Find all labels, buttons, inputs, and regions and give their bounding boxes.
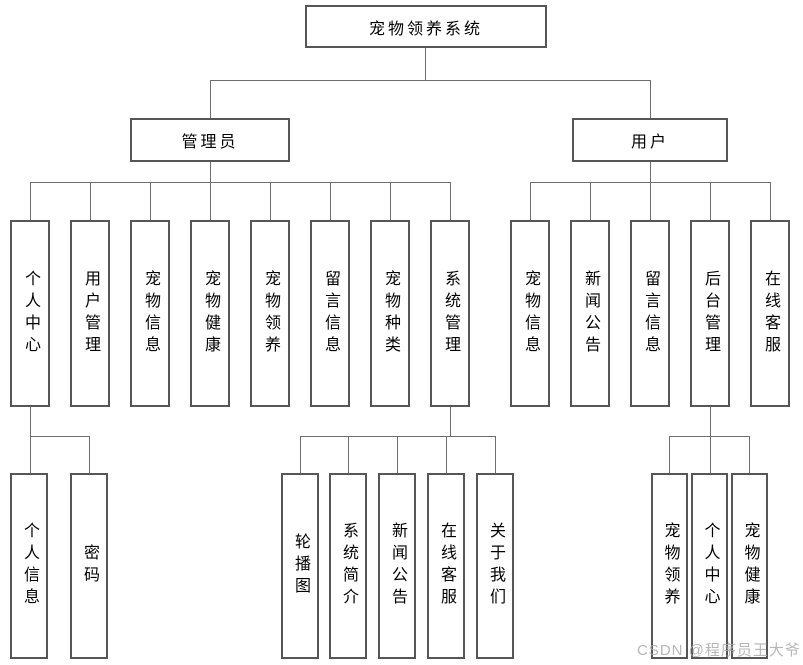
node-root-label: 宠物领养系统 bbox=[368, 20, 483, 38]
connector bbox=[590, 182, 591, 220]
node-admin-user-mgmt: 用户管理 bbox=[70, 220, 110, 407]
node-admin-pet-health: 宠物健康 bbox=[190, 220, 230, 407]
connector bbox=[495, 436, 496, 473]
node-user-message-info: 留言信息 bbox=[630, 220, 670, 407]
node-label: 用户管理 bbox=[82, 269, 99, 358]
connector bbox=[450, 407, 451, 436]
connector bbox=[650, 162, 651, 182]
connector bbox=[210, 80, 651, 81]
connector bbox=[330, 182, 331, 220]
connector bbox=[30, 436, 31, 473]
connector bbox=[450, 182, 451, 220]
node-label: 后台管理 bbox=[702, 269, 719, 358]
node-admin-system-mgmt: 系统管理 bbox=[430, 220, 470, 407]
node-admin-pet-category: 宠物种类 bbox=[370, 220, 410, 407]
connector bbox=[530, 182, 531, 220]
node-user-news: 新闻公告 bbox=[570, 220, 610, 407]
connector bbox=[90, 182, 91, 220]
node-label: 留言信息 bbox=[642, 269, 659, 358]
connector bbox=[710, 436, 711, 473]
connector bbox=[446, 436, 447, 473]
connector bbox=[348, 436, 349, 473]
connector bbox=[710, 407, 711, 436]
connector bbox=[669, 436, 750, 437]
node-about-us: 关于我们 bbox=[476, 473, 514, 659]
connector bbox=[650, 80, 651, 118]
node-label: 轮播图 bbox=[292, 533, 309, 599]
node-admin-personal-center: 个人中心 bbox=[10, 220, 50, 407]
node-label: 宠物信息 bbox=[522, 269, 539, 358]
node-user-backend-mgmt: 后台管理 bbox=[690, 220, 730, 407]
connector bbox=[30, 407, 31, 436]
node-admin: 管理员 bbox=[130, 118, 290, 162]
node-root: 宠物领养系统 bbox=[305, 5, 547, 48]
connector bbox=[397, 436, 398, 473]
node-label: 在线客服 bbox=[762, 269, 779, 358]
node-label: 在线客服 bbox=[438, 522, 455, 610]
node-label: 宠物种类 bbox=[382, 269, 399, 358]
node-label: 系统简介 bbox=[340, 522, 357, 610]
node-admin-pet-info: 宠物信息 bbox=[130, 220, 170, 407]
node-admin-pet-adoption: 宠物领养 bbox=[250, 220, 290, 407]
node-backend-pet-health: 宠物健康 bbox=[731, 473, 768, 659]
connector bbox=[650, 182, 651, 220]
node-label: 个人中心 bbox=[22, 269, 39, 358]
connector bbox=[770, 182, 771, 220]
node-label: 留言信息 bbox=[322, 269, 339, 358]
node-news-announcement: 新闻公告 bbox=[378, 473, 416, 659]
connector bbox=[30, 182, 31, 220]
connector bbox=[210, 182, 211, 220]
connector bbox=[710, 182, 711, 220]
connector bbox=[210, 80, 211, 118]
node-label: 宠物健康 bbox=[741, 522, 759, 610]
connector bbox=[89, 436, 90, 473]
node-admin-label: 管理员 bbox=[181, 134, 239, 151]
node-label: 新闻公告 bbox=[389, 522, 406, 610]
connector bbox=[669, 436, 670, 473]
node-label: 宠物领养 bbox=[661, 522, 679, 610]
connector bbox=[30, 182, 451, 183]
node-carousel: 轮播图 bbox=[281, 473, 319, 659]
connector bbox=[270, 182, 271, 220]
node-backend-personal-center: 个人中心 bbox=[691, 473, 728, 659]
connector bbox=[210, 162, 211, 182]
node-user: 用户 bbox=[572, 118, 728, 162]
connector bbox=[749, 436, 750, 473]
node-admin-message-info: 留言信息 bbox=[310, 220, 350, 407]
node-user-label: 用户 bbox=[630, 134, 669, 151]
node-user-online-service: 在线客服 bbox=[750, 220, 790, 407]
node-label: 新闻公告 bbox=[582, 269, 599, 358]
connector bbox=[150, 182, 151, 220]
connector bbox=[390, 182, 391, 220]
connector bbox=[30, 436, 90, 437]
node-label: 关于我们 bbox=[487, 522, 504, 610]
node-password: 密码 bbox=[70, 473, 108, 659]
node-system-intro: 系统简介 bbox=[329, 473, 367, 659]
node-label: 系统管理 bbox=[442, 269, 459, 358]
connector bbox=[300, 436, 496, 437]
node-label: 宠物领养 bbox=[262, 269, 279, 358]
node-label: 个人中心 bbox=[701, 522, 719, 610]
node-personal-info: 个人信息 bbox=[10, 473, 48, 659]
node-label: 密码 bbox=[81, 544, 98, 588]
node-label: 宠物健康 bbox=[202, 269, 219, 358]
node-label: 个人信息 bbox=[21, 522, 38, 610]
node-online-service: 在线客服 bbox=[427, 473, 465, 659]
node-user-pet-info: 宠物信息 bbox=[510, 220, 550, 407]
node-label: 宠物信息 bbox=[142, 269, 159, 358]
node-backend-pet-adoption: 宠物领养 bbox=[651, 473, 688, 659]
csdn-watermark: CSDN @程序员王大爷 bbox=[637, 642, 801, 659]
connector bbox=[425, 48, 426, 80]
connector bbox=[300, 436, 301, 473]
